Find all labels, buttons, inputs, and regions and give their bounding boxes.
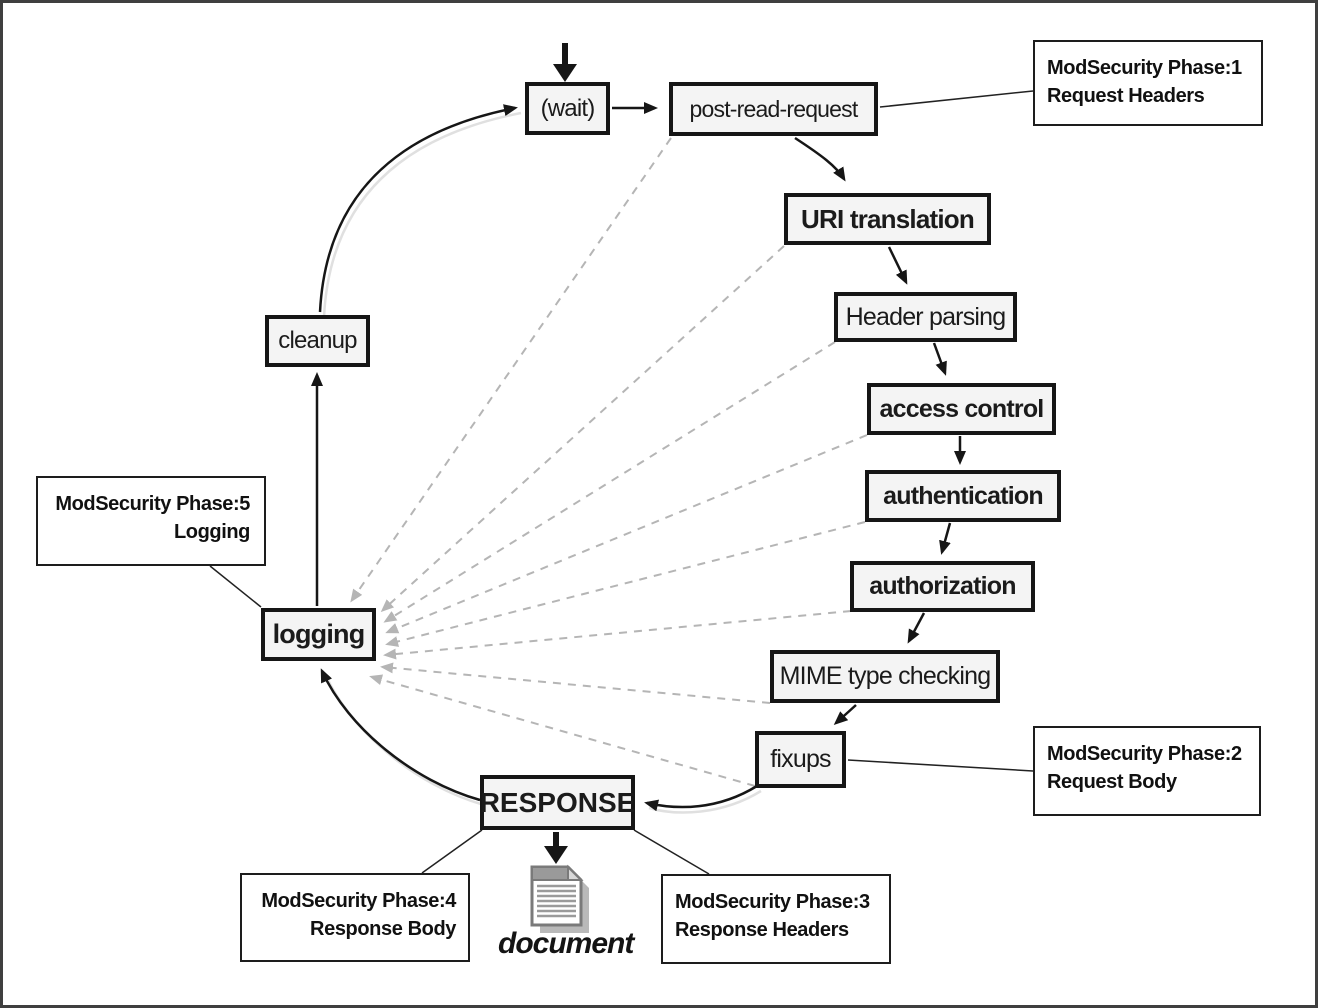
dashed-accesscontrol-logging — [385, 434, 868, 634]
phase3-line2: Response Headers — [675, 919, 849, 941]
document-caption: document — [498, 927, 634, 960]
entry-arrow — [553, 43, 577, 82]
dashed-authentication-logging — [385, 521, 866, 647]
dashed-headerparsing-logging — [383, 341, 836, 623]
leader-response-phase3 — [633, 829, 710, 875]
dashed-mime-logging — [380, 662, 771, 704]
dashed-uri-logging — [380, 245, 785, 613]
annotation-modsecurity-phase4: ModSecurity Phase:4 Response Body — [240, 873, 470, 962]
node-mime-type-checking: MIME type checking — [770, 650, 1000, 703]
annotation-leader-lines — [209, 90, 1034, 875]
annotation-modsecurity-phase1: ModSecurity Phase:1 Request Headers — [1033, 40, 1263, 126]
phase1-line1: ModSecurity Phase:1 — [1047, 57, 1242, 79]
node-logging: logging — [261, 608, 376, 661]
arrow-mime-fixups — [833, 704, 857, 725]
arrow-authentication-authorization — [939, 522, 952, 555]
phase5-line2: Logging — [173, 521, 250, 543]
node-post-read-request-label: post-read-request — [689, 95, 859, 122]
arrow-uri-headerparsing — [887, 246, 908, 285]
annotation-modsecurity-phase5: ModSecurity Phase:5 Logging — [36, 476, 266, 566]
annotation-modsecurity-phase2: ModSecurity Phase:2 Request Body — [1033, 726, 1261, 816]
dashed-fixups-logging — [369, 674, 756, 787]
node-fixups-label: fixups — [770, 745, 831, 773]
arrow-authorization-mime — [907, 612, 926, 644]
node-cleanup: cleanup — [265, 315, 370, 367]
node-wait-label: (wait) — [540, 94, 596, 122]
node-response-label: RESPONSE — [479, 786, 636, 818]
node-uri-translation: URI translation — [784, 193, 991, 245]
phase2-line1: ModSecurity Phase:2 — [1047, 743, 1242, 765]
annotation-modsecurity-phase3: ModSecurity Phase:3 Response Headers — [661, 874, 891, 964]
connector-layer — [209, 43, 1034, 933]
node-authentication: authentication — [865, 470, 1061, 522]
dashed-postread-logging — [350, 137, 672, 603]
document-icon — [530, 864, 589, 933]
node-authorization: authorization — [850, 561, 1035, 612]
phase2-line2: Request Body — [1047, 771, 1177, 793]
node-mime-type-checking-label: MIME type checking — [779, 662, 991, 690]
node-header-parsing-label: Header parsing — [845, 302, 1007, 331]
phase4-line1: ModSecurity Phase:4 — [261, 890, 456, 912]
node-response: RESPONSE — [480, 775, 635, 830]
node-authentication-label: authentication — [883, 481, 1043, 510]
leader-response-phase4 — [421, 829, 483, 874]
phase4-line2: Response Body — [310, 918, 456, 940]
arrow-fixups-response — [644, 784, 758, 812]
node-fixups: fixups — [755, 731, 846, 788]
leader-postread-phase1 — [879, 90, 1034, 108]
node-cleanup-label: cleanup — [278, 327, 357, 354]
node-access-control-label: access control — [879, 394, 1045, 423]
arrow-response-logging — [320, 668, 481, 802]
node-post-read-request: post-read-request — [669, 82, 878, 136]
phase5-line1: ModSecurity Phase:5 — [55, 493, 250, 515]
node-header-parsing: Header parsing — [834, 292, 1017, 342]
main-flow-arrows — [311, 102, 966, 812]
leader-phase5-logging — [209, 565, 262, 608]
response-document-arrow — [544, 832, 568, 864]
node-access-control: access control — [867, 383, 1056, 435]
node-authorization-label: authorization — [869, 572, 1016, 600]
phase3-line1: ModSecurity Phase:3 — [675, 891, 870, 913]
arrow-postread-uri — [794, 136, 846, 182]
arrow-headerparsing-accesscontrol — [932, 342, 947, 376]
node-wait: (wait) — [525, 82, 610, 135]
dashed-logging-links — [350, 137, 868, 787]
node-uri-translation-label: URI translation — [801, 203, 975, 234]
phase1-line2: Request Headers — [1047, 85, 1205, 107]
node-logging-label: logging — [272, 619, 366, 649]
leader-fixups-phase2 — [847, 759, 1034, 772]
arc-echoes — [322, 111, 762, 814]
dashed-authorization-logging — [383, 610, 852, 660]
arrow-cleanup-wait — [318, 104, 518, 313]
